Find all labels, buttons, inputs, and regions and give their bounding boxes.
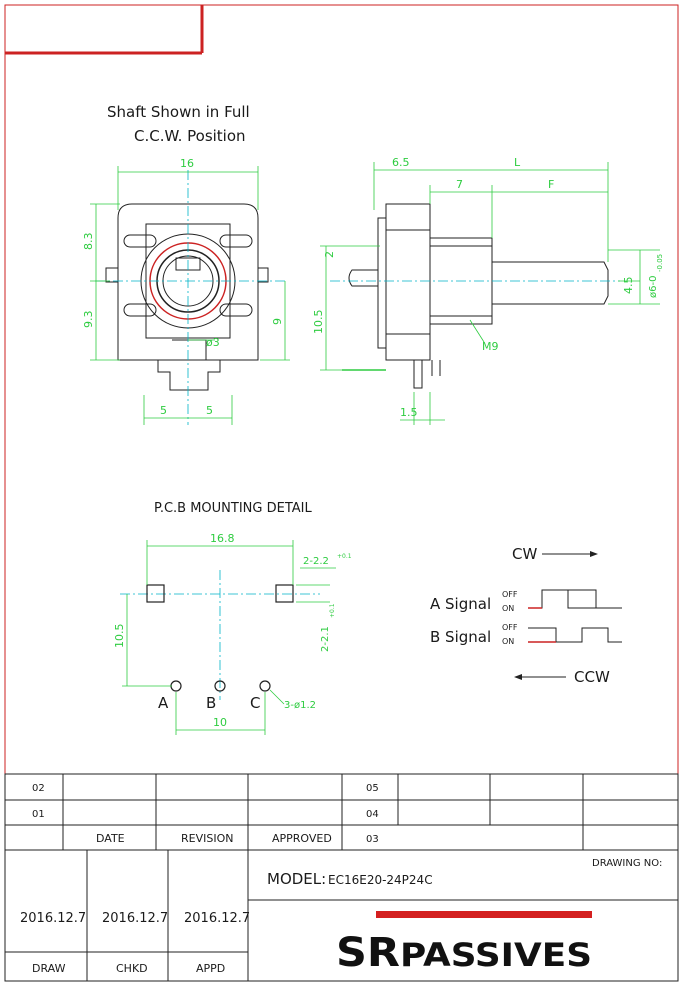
dim-front-width: 16 xyxy=(180,157,194,170)
logo-sr: SR xyxy=(336,930,400,976)
chkd-date: 2016.12.7 xyxy=(102,911,168,926)
pcb-slot-left xyxy=(146,584,165,603)
appd-label: APPD xyxy=(196,962,225,975)
ccw-label: CCW xyxy=(574,668,610,686)
dim-side-half: 4.5 xyxy=(622,277,635,295)
rev-row-05: 05 xyxy=(366,783,379,794)
dim-pcb-holes: 3-ø1.2 xyxy=(284,700,316,711)
cw-label: CW xyxy=(512,545,537,563)
dim-front-pin-left: 5 xyxy=(160,404,167,417)
b-on-label: ON xyxy=(502,637,514,646)
dim-front-upper: 8.3 xyxy=(82,233,95,251)
dim-side-shaft: ø6-0 xyxy=(648,276,659,298)
front-caption-line1: Shaft Shown in Full xyxy=(107,103,250,121)
dim-side-height: 10.5 xyxy=(312,310,325,335)
front-caption-line2: C.C.W. Position xyxy=(134,127,246,145)
pin-label-c: C xyxy=(250,694,260,712)
pcb-hole-b xyxy=(214,680,226,692)
thread-label: M9 xyxy=(482,340,499,353)
dim-front-hole: ø3 xyxy=(206,336,220,349)
approved-header: APPROVED xyxy=(272,832,332,845)
b-signal-label: B Signal xyxy=(430,628,491,646)
a-signal-label: A Signal xyxy=(430,595,491,613)
dim-pcb-width: 16.8 xyxy=(210,532,235,545)
dim-side-bushing: 6.5 xyxy=(392,156,410,169)
dim-pcb-slot-top-tol: +0.1 xyxy=(337,553,352,560)
chkd-label: CHKD xyxy=(116,962,148,975)
pcb-detail: P.C.B MOUNTING DETAIL 16.8 2-2.2 +0.1 2-… xyxy=(113,501,352,735)
cw-arrow-icon xyxy=(590,551,598,557)
dim-side-pin: 1.5 xyxy=(400,406,418,419)
dim-side-total: L xyxy=(514,156,521,169)
dim-side-thread: 7 xyxy=(456,178,463,191)
dim-side-shaft-tol: -0.05 xyxy=(656,254,664,272)
draw-date: 2016.12.7 xyxy=(20,911,86,926)
revision-header: REVISION xyxy=(181,832,233,845)
model-label: MODEL: xyxy=(267,870,326,888)
a-off-label: OFF xyxy=(502,590,518,599)
date-header: DATE xyxy=(96,832,125,845)
title-block: 02 01 05 04 03 DATE REVISION APPROVED MO… xyxy=(4,773,679,982)
logo-passives: PASSIVES xyxy=(400,936,592,974)
dim-front-pin-right: 5 xyxy=(206,404,213,417)
pcb-hole-a xyxy=(170,680,182,692)
rev-row-02: 02 xyxy=(32,783,45,794)
model-value: EC16E20-24P24C xyxy=(328,873,433,887)
pcb-slot-right xyxy=(275,584,294,603)
b-off-label: OFF xyxy=(502,623,518,632)
ccw-arrow-icon xyxy=(514,674,522,680)
pin-label-a: A xyxy=(158,694,169,712)
drawing-no-label: DRAWING NO: xyxy=(592,858,662,869)
pin-label-b: B xyxy=(206,694,216,712)
appd-date: 2016.12.7 xyxy=(184,911,250,926)
dim-front-right: 9 xyxy=(271,318,284,325)
signal-diagram: CW A Signal OFF ON B Signal OFF ON CCW xyxy=(430,545,622,686)
dim-side-tab: 2 xyxy=(323,251,336,258)
a-on-label: ON xyxy=(502,604,514,613)
front-view: Shaft Shown in Full C.C.W. Position xyxy=(82,103,290,425)
side-view: 6.5 L 7 F 2 10.5 4.5 ø6-0 -0.05 M9 1.5 xyxy=(312,156,664,425)
dim-pcb-slot-side: 2-2.1 xyxy=(320,626,331,652)
rev-row-01: 01 xyxy=(32,809,45,820)
company-logo: SR PASSIVES xyxy=(336,911,592,976)
pcb-hole-c xyxy=(259,680,271,692)
dim-side-flat: F xyxy=(548,178,554,191)
rev-row-04: 04 xyxy=(366,809,379,820)
dim-pcb-slot-top: 2-2.2 xyxy=(303,556,329,567)
dim-pcb-slot-side-tol: +0.1 xyxy=(329,603,336,618)
dim-pcb-pins: 10 xyxy=(213,716,227,729)
dim-pcb-height: 10.5 xyxy=(113,624,126,649)
dim-front-lower: 9.3 xyxy=(82,311,95,329)
draw-label: DRAW xyxy=(32,962,66,975)
rev-row-03: 03 xyxy=(366,834,379,845)
pcb-title: P.C.B MOUNTING DETAIL xyxy=(154,501,312,516)
